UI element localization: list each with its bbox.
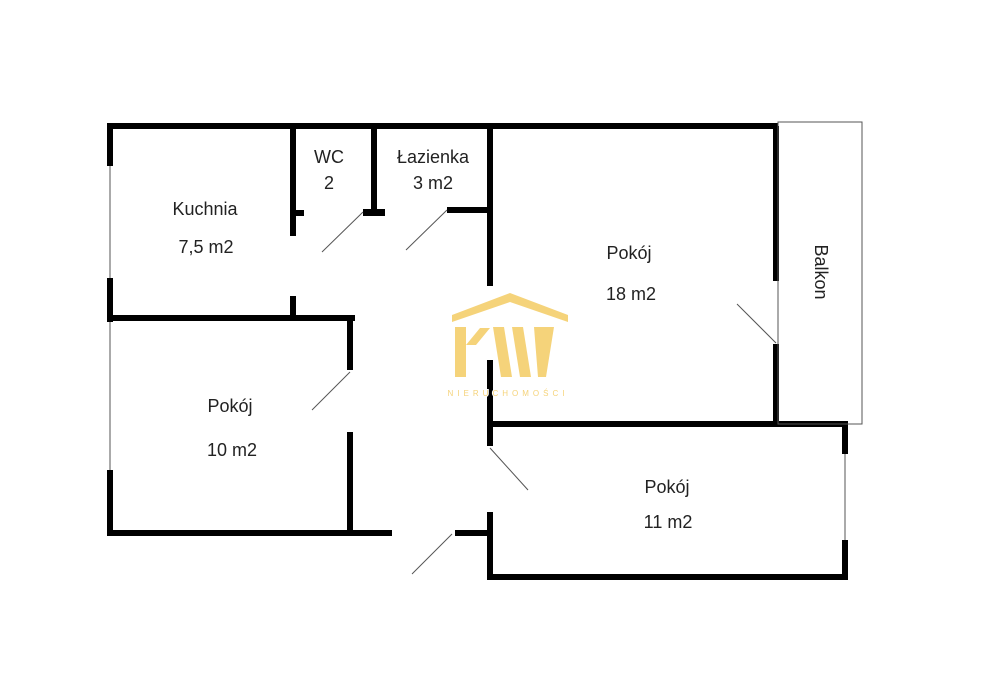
room-name: WC xyxy=(314,147,344,167)
room-11: Pokój 11 m2 xyxy=(644,477,693,532)
room-area: 18 m2 xyxy=(606,284,656,304)
room-10: Pokój 10 m2 xyxy=(207,396,257,460)
room-area: 10 m2 xyxy=(207,440,257,460)
room-name: Balkon xyxy=(811,244,831,299)
room-bathroom: Łazienka 3 m2 xyxy=(397,147,470,193)
room-kitchen: Kuchnia 7,5 m2 xyxy=(172,199,238,257)
room-living-18: Pokój 18 m2 xyxy=(606,243,656,304)
room-name: Łazienka xyxy=(397,147,470,167)
room-balcony: Balkon xyxy=(811,244,831,299)
room-area: 2 xyxy=(324,173,334,193)
balcony-outline xyxy=(777,121,863,425)
walls xyxy=(107,123,848,580)
thin-lines xyxy=(109,121,863,575)
room-area: 3 m2 xyxy=(413,173,453,193)
room-name: Pokój xyxy=(644,477,689,497)
room-wc: WC 2 xyxy=(314,147,344,193)
watermark-logo xyxy=(452,293,568,377)
room-name: Pokój xyxy=(606,243,651,263)
room-area: 11 m2 xyxy=(644,512,693,532)
room-name: Kuchnia xyxy=(172,199,238,219)
room-area: 7,5 m2 xyxy=(178,237,233,257)
room-name: Pokój xyxy=(207,396,252,416)
logo-text: NIERUCHOMOŚCI xyxy=(448,389,569,398)
